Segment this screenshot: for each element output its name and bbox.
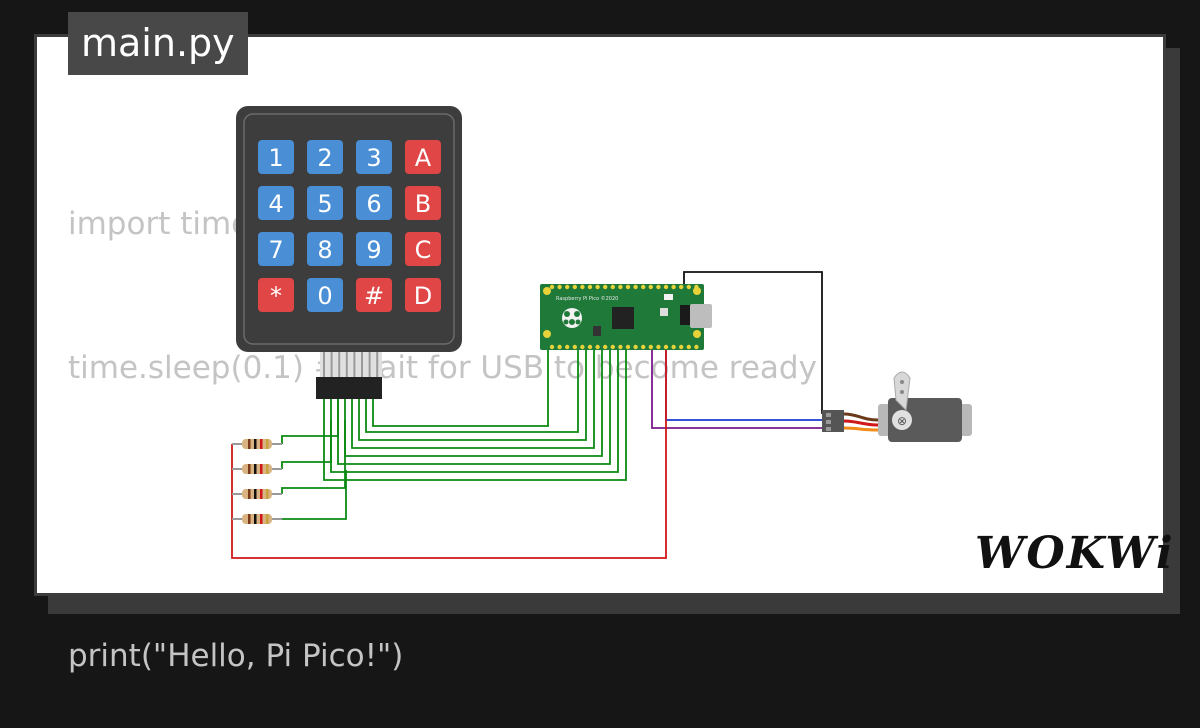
- keypad-key-A[interactable]: A: [405, 140, 441, 174]
- code-line: print("Hello, Pi Pico!"): [68, 638, 404, 674]
- key-cap: [258, 140, 294, 174]
- key-cap: [307, 140, 343, 174]
- wires: [231, 271, 826, 559]
- usb-port: [690, 304, 712, 328]
- resistor[interactable]: [232, 514, 282, 524]
- key-cap: [405, 278, 441, 312]
- wire[interactable]: [231, 347, 667, 559]
- pico-component: [593, 326, 601, 336]
- wire[interactable]: [351, 347, 595, 449]
- wire[interactable]: [282, 470, 347, 520]
- key-cap: [307, 232, 343, 266]
- wokwi-logo: WOKWi: [975, 528, 1175, 579]
- rp2040-chip: [612, 307, 634, 329]
- keypad-key-2[interactable]: 2: [307, 140, 343, 174]
- wire[interactable]: [281, 420, 346, 494]
- servo-motor[interactable]: ⊗: [822, 371, 972, 442]
- key-cap: [405, 232, 441, 266]
- key-label: B: [415, 190, 431, 218]
- key-label: D: [414, 282, 432, 310]
- key-label: #: [364, 282, 384, 310]
- key-cap: [258, 278, 294, 312]
- key-cap: [356, 232, 392, 266]
- resistor[interactable]: [232, 464, 282, 474]
- key-cap: [258, 186, 294, 220]
- keypad-key-3[interactable]: 3: [356, 140, 392, 174]
- key-label: 5: [317, 190, 332, 218]
- resistor[interactable]: [232, 489, 282, 499]
- key-cap: [356, 278, 392, 312]
- keypad-key-7[interactable]: 7: [258, 232, 294, 266]
- key-label: 1: [268, 144, 283, 172]
- key-cap: [356, 140, 392, 174]
- wire[interactable]: [281, 420, 332, 469]
- svg-text:⊗: ⊗: [897, 414, 907, 428]
- mount-hole: [693, 287, 701, 295]
- servo-connector: [822, 410, 844, 432]
- wire[interactable]: [651, 347, 826, 429]
- pico-component: [660, 308, 668, 316]
- keypad-key-4[interactable]: 4: [258, 186, 294, 220]
- key-label: 8: [317, 236, 332, 264]
- pico-label: Raspberry Pi Pico ©2020: [556, 295, 618, 302]
- key-label: 9: [366, 236, 381, 264]
- servo-shaft: [892, 410, 912, 430]
- wire[interactable]: [323, 347, 627, 481]
- wire[interactable]: [683, 271, 826, 414]
- keypad-key-0[interactable]: 0: [307, 278, 343, 312]
- key-label: 7: [268, 236, 283, 264]
- key-label: 0: [317, 282, 332, 310]
- raspberry-pi-pico[interactable]: Raspberry Pi Pico ©2020: [540, 284, 712, 350]
- key-label: 2: [317, 144, 332, 172]
- bootsel-button: [664, 294, 673, 300]
- keypad-key-C[interactable]: C: [405, 232, 441, 266]
- key-label: 4: [268, 190, 283, 218]
- key-label: 3: [366, 144, 381, 172]
- keypad-key-D[interactable]: D: [405, 278, 441, 312]
- key-cap: [307, 186, 343, 220]
- keypad-key-9[interactable]: 9: [356, 232, 392, 266]
- mount-hole: [543, 330, 551, 338]
- keypad-ribbon: [316, 352, 382, 399]
- key-cap: [405, 140, 441, 174]
- key-cap: [307, 278, 343, 312]
- keypad-key-#[interactable]: #: [356, 278, 392, 312]
- keypad-key-6[interactable]: 6: [356, 186, 392, 220]
- wire[interactable]: [281, 399, 339, 444]
- key-cap: [405, 186, 441, 220]
- resistors: [232, 439, 282, 524]
- wire[interactable]: [365, 347, 579, 433]
- key-cap: [356, 186, 392, 220]
- resistor[interactable]: [232, 439, 282, 449]
- mount-hole: [693, 330, 701, 338]
- raspberry-logo-icon: [562, 308, 582, 328]
- wire[interactable]: [372, 347, 549, 427]
- keypad-key-1[interactable]: 1: [258, 140, 294, 174]
- key-label: 6: [366, 190, 381, 218]
- pico-component: [680, 305, 690, 325]
- key-cap: [258, 232, 294, 266]
- wire[interactable]: [358, 347, 587, 441]
- mount-hole: [543, 287, 551, 295]
- keypad-border: [243, 113, 455, 345]
- keypad-key-B[interactable]: B: [405, 186, 441, 220]
- file-tab-main-py[interactable]: main.py: [68, 12, 248, 75]
- key-label: A: [415, 144, 432, 172]
- keypad-key-5[interactable]: 5: [307, 186, 343, 220]
- keypad[interactable]: 1 2 3 A 4 5 6 B 7 8 9 C * 0 # D: [236, 106, 462, 399]
- code-line: time.sleep(0.1) # Wait for USB to become…: [68, 350, 817, 386]
- keypad-key-*[interactable]: *: [258, 278, 294, 312]
- key-label: *: [270, 282, 282, 310]
- key-label: C: [415, 236, 432, 264]
- circuit-diagram: 1 2 3 A 4 5 6 B 7 8 9 C * 0 # D Raspberry Pi Pico ©2020: [231, 106, 972, 559]
- keypad-key-8[interactable]: 8: [307, 232, 343, 266]
- wire[interactable]: [665, 347, 826, 421]
